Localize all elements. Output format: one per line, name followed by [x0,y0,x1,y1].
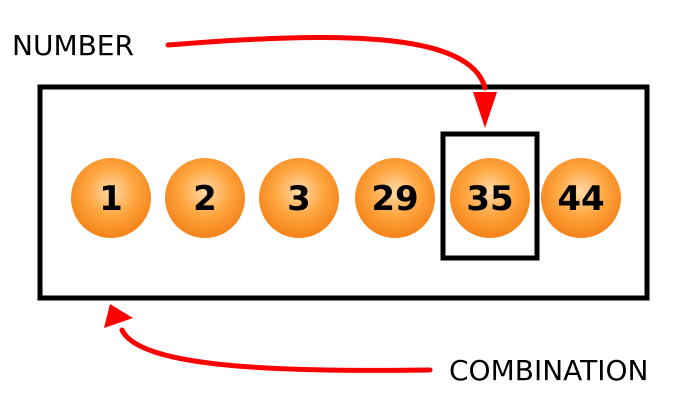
ball-number-44: 44 [557,179,604,219]
combination-arrow-path [119,327,433,373]
ball-29 [355,158,435,238]
ball-35 [450,158,530,238]
combination-arrowhead [104,304,133,328]
number-arrow-path [165,34,488,91]
combination-frame [37,84,650,301]
ball-1 [71,158,151,238]
number-label: NUMBER [12,29,134,62]
combination-label: COMBINATION [449,354,649,387]
ball-number-3: 3 [287,179,311,219]
ball-number-1: 1 [99,179,123,219]
ball-number-29: 29 [371,179,418,219]
number-highlight-box [440,131,540,261]
ball-number-2: 2 [193,179,217,219]
ball-number-35: 35 [466,179,513,219]
ball-2 [165,158,245,238]
ball-3 [259,158,339,238]
number-arrowhead [473,92,497,128]
ball-44 [541,158,621,238]
